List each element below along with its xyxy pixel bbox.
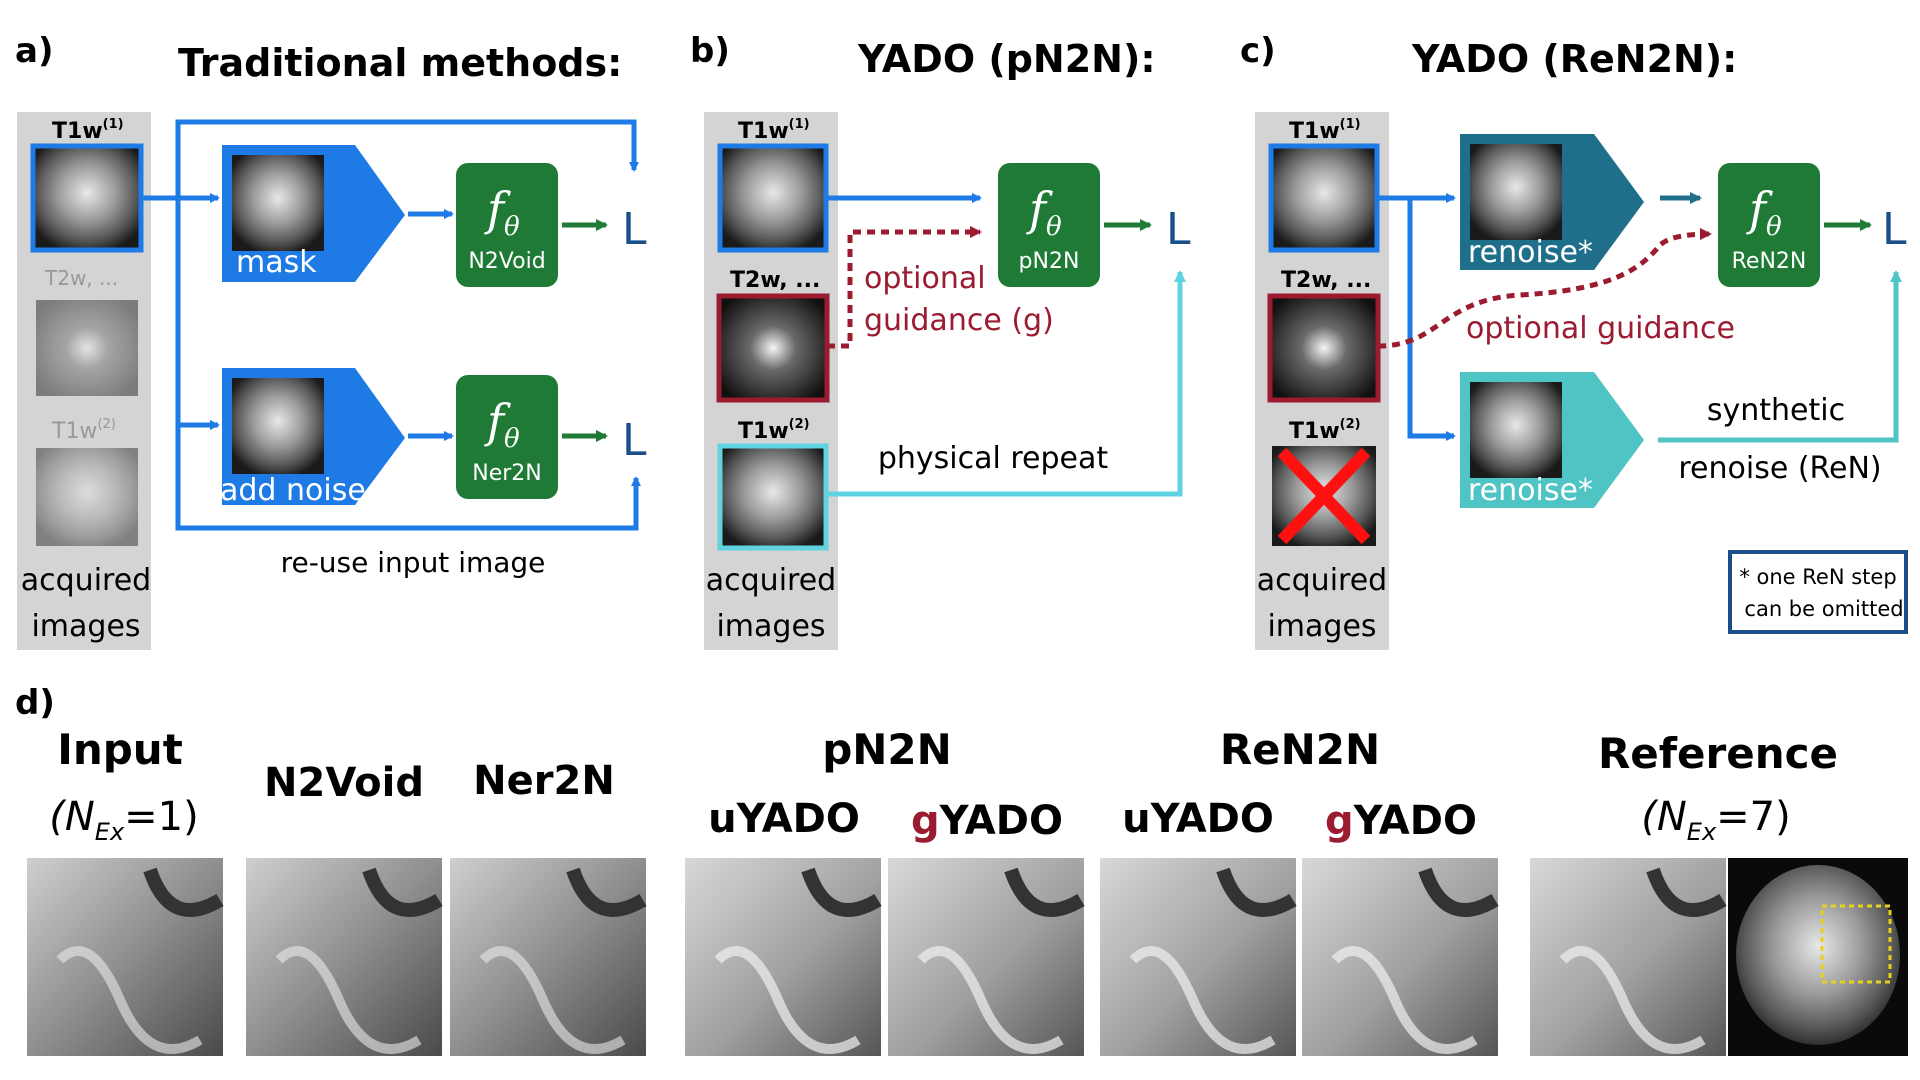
- panel-b-physical-repeat-label: physical repeat: [878, 441, 1109, 476]
- panel-a-t1w1-image[interactable]: [30, 143, 144, 253]
- panel-c-renoise-bottom-image: [1470, 382, 1562, 478]
- panel-c-note-box: [1728, 550, 1908, 634]
- panel-c-guidance-label: optional guidance: [1466, 311, 1735, 346]
- panel-a-noise-label: add noise: [220, 473, 366, 508]
- panel-c-crossed-out-icon: [1277, 447, 1371, 545]
- panel-c-renoise-top-image: [1470, 144, 1562, 240]
- panel-a-title: Traditional methods:: [178, 41, 622, 85]
- panel-a-caption-line2: images: [31, 609, 140, 644]
- panel-c-synthetic-arrow: [1658, 270, 1902, 443]
- panel-a-reuse-label: re-use input image: [281, 546, 546, 579]
- panel-a-mask-image: [232, 155, 324, 251]
- panel-c-ren2n-label: ReN2N: [1732, 249, 1807, 274]
- panel-a-mask-label: mask: [236, 245, 317, 280]
- panel-c-title: YADO (ReN2N):: [1411, 37, 1737, 81]
- panel-c-letter: c): [1240, 31, 1276, 71]
- panel-d-pn2n-uyado-image[interactable]: [685, 858, 882, 1056]
- panel-d-input-image[interactable]: [27, 858, 224, 1056]
- panel-b-t1w2-image[interactable]: [717, 443, 829, 551]
- panel-d-reference-nex: (NEx=7): [1641, 794, 1790, 846]
- panel-d-reference-title: Reference: [1598, 729, 1838, 778]
- panel-c-guidance-arrow: [1377, 228, 1712, 349]
- panel-b-t2w-image[interactable]: [716, 293, 830, 403]
- panel-b-caption-line1: acquired: [706, 563, 836, 598]
- panel-a-noise-image: [232, 378, 324, 474]
- panel-d-ren2n-title: ReN2N: [1220, 725, 1380, 774]
- panel-b-guidance-line1: optional: [864, 261, 986, 296]
- panel-a-bottom-bypass-arrow: [175, 198, 641, 531]
- panel-c-t1w2-label: T1w(2): [1289, 417, 1361, 444]
- panel-b-loss: L: [1166, 204, 1191, 255]
- panel-d-n2void-title: N2Void: [264, 760, 424, 806]
- panel-d-reference-overview-image[interactable]: [1728, 858, 1908, 1056]
- panel-a-loss-top: L: [622, 204, 647, 255]
- panel-a-t1w2-label: T1w(2): [51, 417, 116, 444]
- panel-a-top-bypass-arrow: [175, 119, 639, 198]
- panel-d-n2void-image[interactable]: [246, 858, 443, 1056]
- panel-d-input-title: Input: [57, 725, 183, 774]
- panel-b-t1w1-label: T1w(1): [738, 117, 810, 144]
- panel-b-guidance-arrow: [827, 226, 982, 349]
- panel-c-caption-line1: acquired: [1257, 563, 1387, 598]
- panel-a-loss-bottom: L: [622, 415, 647, 466]
- panel-b-t1w2-label: T1w(2): [738, 417, 810, 444]
- panel-d-ren2n-uyado-image[interactable]: [1100, 858, 1297, 1056]
- panel-d-pn2n-gyado-image[interactable]: [888, 858, 1085, 1056]
- panel-a-letter: a): [15, 31, 53, 71]
- panel-a-ner2n-label: Ner2N: [472, 461, 542, 486]
- panel-a-t2w-label: T2w, ...: [44, 266, 118, 290]
- panel-b-physical-repeat-arrow: [826, 270, 1186, 497]
- panel-b-guidance-line2: guidance (g): [864, 303, 1054, 338]
- panel-d-gyado-1-title: gYADO: [911, 798, 1063, 844]
- panel-d-uyado-2-title: uYADO: [1122, 796, 1274, 842]
- panel-c-note-line2: can be omitted: [1744, 597, 1903, 621]
- panel-a-t2w-image[interactable]: [36, 300, 138, 396]
- panel-a-t1w1-label: T1w(1): [52, 117, 124, 144]
- panel-c-loss: L: [1882, 204, 1907, 255]
- panel-b-letter: b): [690, 31, 730, 71]
- panel-c-renoise-bottom-label: renoise*: [1468, 473, 1593, 508]
- panel-a-caption-line1: acquired: [21, 563, 151, 598]
- panel-c-ren2n-network[interactable]: [1718, 163, 1820, 287]
- panel-c-t1w1-image[interactable]: [1268, 143, 1380, 253]
- panel-c-t1w1-label: T1w(1): [1289, 117, 1361, 144]
- panel-a-ner2n-network[interactable]: [456, 375, 558, 499]
- panel-c-renoise-top-label: renoise*: [1468, 235, 1593, 270]
- panel-b-pn2n-network[interactable]: [998, 163, 1100, 287]
- panel-b-t2w-label: T2w, ...: [730, 268, 820, 293]
- panel-c-synthetic-line2: renoise (ReN): [1678, 451, 1881, 486]
- panel-b-pn2n-label: pN2N: [1019, 249, 1080, 274]
- panel-d-reference-image[interactable]: [1530, 858, 1727, 1056]
- panel-a-t1w2-image[interactable]: [36, 448, 138, 546]
- panel-a-n2void-label: N2Void: [468, 249, 545, 274]
- panel-d-gyado-2-title: gYADO: [1325, 798, 1477, 844]
- panel-d-ner2n-title: Ner2N: [473, 758, 615, 804]
- panel-d-ner2n-image[interactable]: [450, 858, 647, 1056]
- panel-b-t1w1-image[interactable]: [717, 143, 829, 253]
- panel-d-uyado-1-title: uYADO: [708, 796, 860, 842]
- panel-a-n2void-network[interactable]: [456, 163, 558, 287]
- panel-c-t2w-label: T2w, ...: [1281, 268, 1371, 293]
- panel-b-caption-line2: images: [716, 609, 825, 644]
- panel-c-note-line1: * one ReN step: [1739, 565, 1896, 589]
- panel-d-pn2n-title: pN2N: [822, 725, 952, 774]
- panel-c-caption-line2: images: [1267, 609, 1376, 644]
- panel-d-letter: d): [15, 683, 55, 723]
- panel-d-input-nex: (NEx=1): [49, 794, 198, 846]
- panel-c-synthetic-line1: synthetic: [1707, 393, 1845, 428]
- panel-c-t2w-image[interactable]: [1267, 293, 1381, 403]
- panel-d-ren2n-gyado-image[interactable]: [1302, 858, 1499, 1056]
- panel-b-title: YADO (pN2N):: [857, 37, 1156, 81]
- panel-c-to-renoise-bottom-arrow: [1407, 198, 1456, 441]
